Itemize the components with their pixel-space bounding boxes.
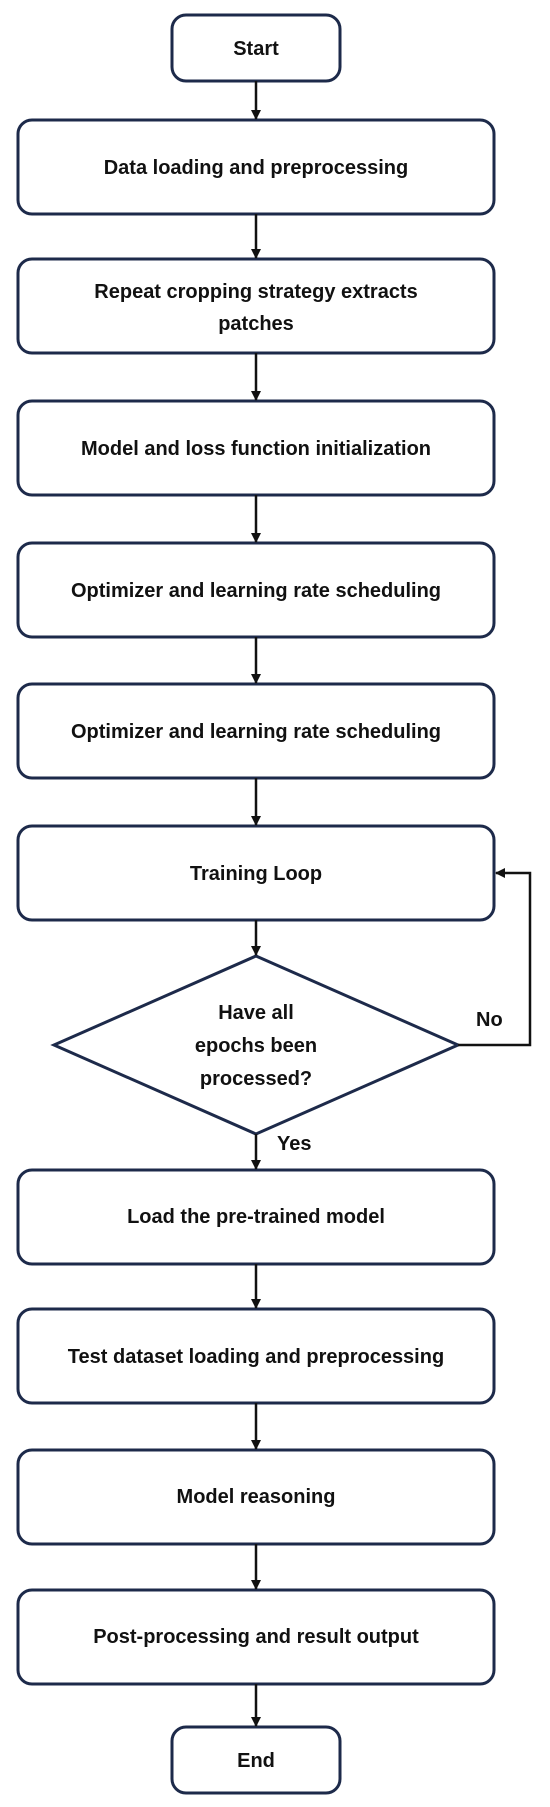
epochs-decision-node: Have all epochs been processed? (50, 954, 462, 1136)
no-label: No (476, 1009, 503, 1031)
post-processing-label: Post-processing and result output (93, 1626, 419, 1648)
arrow-decision-no-loop (458, 868, 532, 1047)
optimizer-label-2: Optimizer and learning rate scheduling (71, 721, 441, 743)
decision-label-line1: Have all (218, 1002, 294, 1024)
start-label: Start (233, 38, 279, 60)
model-init-node: Model and loss function initialization (16, 399, 496, 497)
post-processing-node: Post-processing and result output (16, 1588, 496, 1686)
repeat-cropping-node: Repeat cropping strategy extracts patche… (16, 257, 496, 355)
decision-label-line2: epochs been (195, 1035, 317, 1057)
yes-label: Yes (277, 1133, 311, 1155)
training-loop-node: Training Loop (16, 824, 496, 922)
load-model-node: Load the pre-trained model (16, 1168, 496, 1266)
repeat-cropping-label-line2: patches (218, 313, 294, 335)
optimizer-label-1: Optimizer and learning rate scheduling (71, 580, 441, 602)
start-node: Start (170, 13, 342, 83)
repeat-cropping-label-line1: Repeat cropping strategy extracts (94, 281, 417, 303)
test-loading-label: Test dataset loading and preprocessing (68, 1346, 444, 1368)
test-loading-node: Test dataset loading and preprocessing (16, 1307, 496, 1405)
load-model-label: Load the pre-trained model (127, 1206, 385, 1228)
model-init-label: Model and loss function initialization (81, 438, 431, 460)
end-node: End (170, 1725, 342, 1795)
optimizer-node-1: Optimizer and learning rate scheduling (16, 541, 496, 639)
model-reasoning-label: Model reasoning (177, 1486, 336, 1508)
decision-label-line3: processed? (200, 1068, 312, 1090)
training-loop-label: Training Loop (190, 863, 322, 885)
optimizer-node-2: Optimizer and learning rate scheduling (16, 682, 496, 780)
model-reasoning-node: Model reasoning (16, 1448, 496, 1546)
end-label: End (237, 1750, 275, 1772)
data-loading-node: Data loading and preprocessing (16, 118, 496, 216)
data-loading-label: Data loading and preprocessing (104, 157, 409, 179)
